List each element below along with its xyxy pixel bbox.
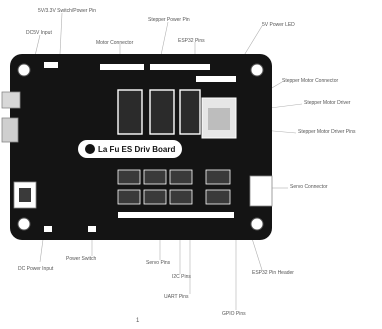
stepper-driver-sockets xyxy=(118,90,200,134)
callout-bottom-left-1: Power Switch xyxy=(66,256,96,262)
callout-bottom-left-2: DC Power Input xyxy=(18,266,53,272)
callout-right-3: Stepper Motor Driver Pins xyxy=(298,129,356,135)
logo-icon xyxy=(85,144,95,154)
callout-top-right: 5V Power LED xyxy=(262,22,295,28)
esp32-chip xyxy=(208,108,230,130)
dc-input-jack xyxy=(2,118,18,142)
callout-top-mid-2: Motor Connector xyxy=(96,40,133,46)
callout-bottom-mid-1: Servo Pins xyxy=(146,260,170,266)
callout-bottom-right: ESP32 Pin Header xyxy=(252,270,294,276)
power-switch-lever xyxy=(19,188,31,202)
callout-top-left-2: DC5V Input xyxy=(26,30,52,36)
callout-top-mid-3: ESP32 Pins xyxy=(178,38,205,44)
callout-right-1: Stepper Motor Connector xyxy=(282,78,338,84)
board-logo-text: La Fu ES Driv Board xyxy=(98,145,175,154)
callout-top-left-1: 5V/3.3V Switch/Power Pin xyxy=(38,8,96,14)
callout-right-2: Stepper Motor Driver xyxy=(304,100,350,106)
callout-top-mid-1: Stepper Power Pin xyxy=(148,17,190,23)
callout-bottom-mid-3: UART Pins xyxy=(164,294,189,300)
callout-right-4: Servo Connector xyxy=(290,184,328,190)
page-marker: 1 xyxy=(136,318,139,324)
callout-bottom-mid-2: I2C Pins xyxy=(172,274,191,280)
usb-connector xyxy=(2,92,20,108)
callout-bottom-mid-4: GPIO Pins xyxy=(222,311,246,317)
servo-connector xyxy=(250,176,272,206)
